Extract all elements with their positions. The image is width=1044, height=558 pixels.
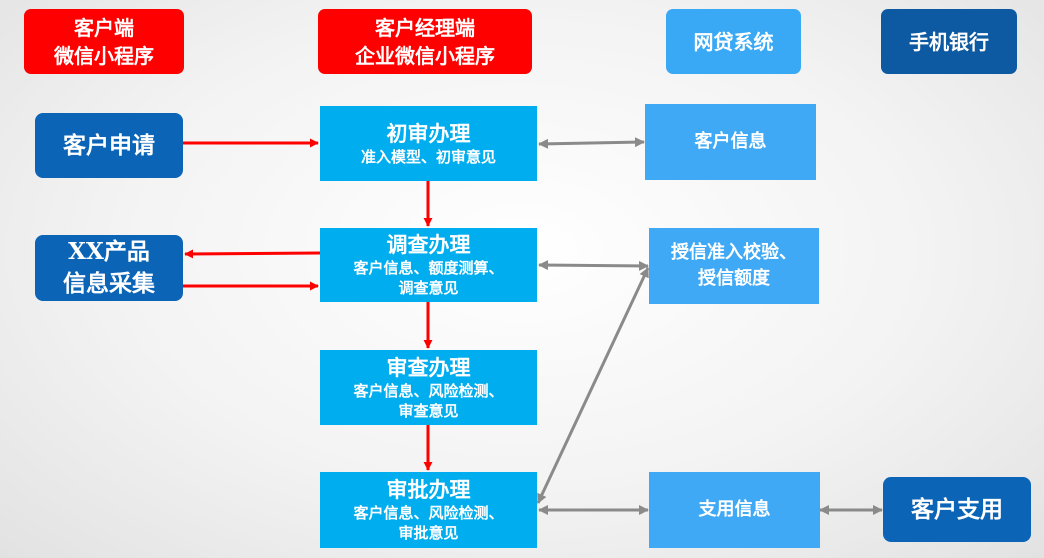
step-approval-desc1: 客户信息、风险检测、	[353, 504, 504, 522]
customer-withdraw-node: 客户支用	[883, 477, 1031, 542]
step-initial-review: 初审办理 准入模型、初审意见	[320, 106, 537, 181]
step-approval-title: 审批办理	[386, 477, 471, 502]
header-manager-app-line1: 客户经理端	[375, 15, 475, 40]
customer-info-node: 客户信息	[645, 104, 816, 180]
step-survey: 调查办理 客户信息、额度测算、 调查意见	[320, 228, 537, 302]
step-approval: 审批办理 客户信息、风险检测、 审批意见	[320, 472, 537, 548]
step-review-desc2: 审查意见	[398, 401, 459, 420]
header-customer-app: 客户端 微信小程序	[24, 9, 184, 74]
step-review: 审查办理 客户信息、风险检测、 审查意见	[320, 350, 537, 425]
customer-apply-node: 客户申请	[35, 113, 183, 178]
step-survey-desc1: 客户信息、额度测算、	[353, 259, 504, 277]
arrow-initial-customer-info	[538, 137, 645, 149]
step-review-desc1: 客户信息、风险检测、	[353, 381, 504, 400]
step-survey-desc2: 调查意见	[398, 279, 459, 297]
header-customer-app-line2: 微信小程序	[54, 43, 154, 68]
xx-product-line2: 信息采集	[63, 270, 155, 297]
step-initial-review-title: 初审办理	[386, 120, 471, 146]
credit-check-node: 授信准入校验、 授信额度	[649, 228, 819, 304]
xx-product-line1: XX产品	[68, 238, 150, 265]
arrow-survey-credit-check	[538, 260, 649, 271]
step-review-title: 审查办理	[386, 354, 471, 380]
credit-check-line2: 授信额度	[698, 268, 770, 289]
arrow-approval-credit-check	[536, 267, 650, 504]
step-initial-review-desc: 准入模型、初审意见	[360, 147, 496, 166]
header-manager-app-line2: 企业微信小程序	[355, 43, 495, 68]
xx-product-node: XX产品 信息采集	[35, 235, 183, 301]
withdraw-info-node: 支用信息	[649, 472, 820, 548]
step-approval-desc2: 审批意见	[398, 524, 459, 542]
credit-check-line1: 授信准入校验、	[671, 242, 797, 263]
header-manager-app: 客户经理端 企业微信小程序	[318, 9, 532, 74]
header-loan-system: 网贷系统	[666, 9, 801, 74]
header-customer-app-line1: 客户端	[74, 15, 134, 40]
header-mobile-bank: 手机银行	[881, 9, 1017, 74]
arrow-survey-to-xx	[184, 249, 321, 259]
step-survey-title: 调查办理	[386, 232, 471, 257]
